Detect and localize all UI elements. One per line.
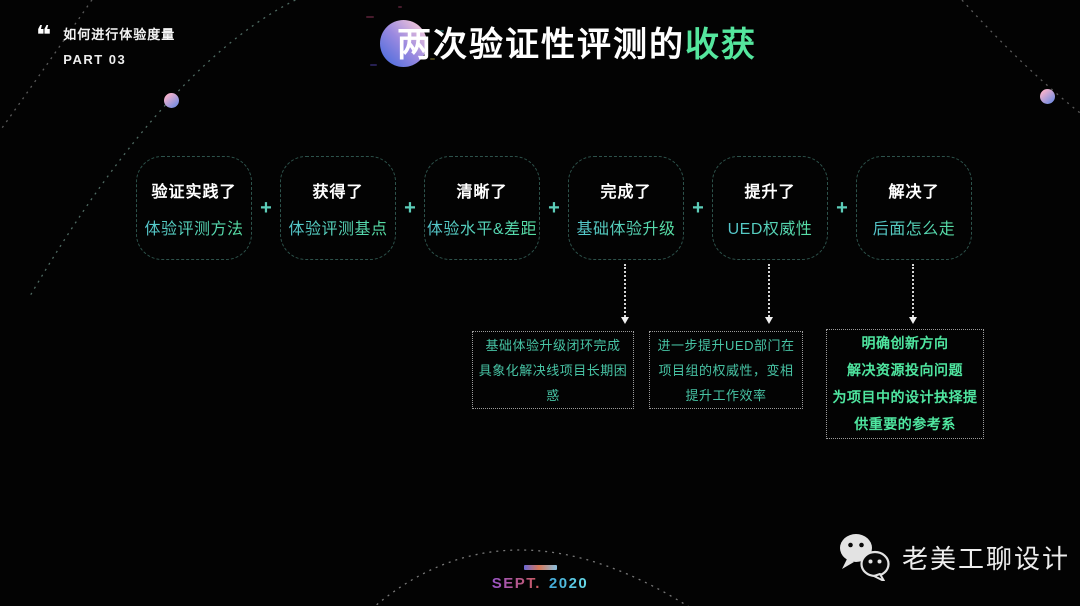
step-subtitle: 体验评测方法 (144, 215, 243, 239)
eyebrow-title: 如何进行体验度量 (63, 27, 176, 42)
step-card-4: 完成了 基础体验升级 (568, 156, 684, 260)
note-line: 进一步提升UED部门在 (657, 337, 795, 353)
glitch-speck (398, 6, 402, 8)
flow-arrow-down (909, 264, 917, 324)
step-card-6: 解决了 后面怎么走 (856, 156, 972, 260)
glitch-speck (438, 30, 444, 32)
flow-arrow-down (765, 264, 773, 324)
note-card-2: 进一步提升UED部门在 项目组的权威性，变相 提升工作效率 (649, 331, 803, 409)
step-card-1: 验证实践了 体验评测方法 (136, 156, 252, 260)
plus-separator: + (548, 196, 560, 219)
note-line: 项目组的权威性，变相 (658, 362, 794, 378)
gradient-dot-right (1040, 89, 1055, 104)
step-subtitle: UED权威性 (728, 215, 813, 239)
step-subtitle: 体验水平&差距 (427, 215, 537, 239)
plus-separator: + (404, 196, 416, 219)
eyebrow: ❝ 如何进行体验度量 PART 03 (36, 20, 175, 67)
date-gradient-bar (524, 565, 557, 570)
note-line: 解决资源投向问题 (847, 362, 963, 378)
date-label: SEPT. 2020 (460, 575, 620, 592)
note-line: 供重要的参考系 (854, 416, 956, 432)
plus-separator: + (260, 196, 272, 219)
note-line: 明确创新方向 (861, 335, 949, 351)
arrow-head-icon (621, 317, 629, 324)
step-title: 清晰了 (456, 183, 508, 201)
title-accent-circle (380, 20, 427, 67)
step-title: 完成了 (600, 183, 652, 201)
arrow-line (624, 264, 626, 317)
double-quote-icon: ❝ (36, 20, 52, 50)
step-title: 获得了 (312, 183, 364, 201)
note-line: 提升工作效率 (685, 387, 767, 403)
glitch-speck (370, 64, 377, 66)
brand-block: 老美工聊设计 (838, 533, 1070, 581)
glitch-speck (366, 16, 374, 18)
part-label: PART 03 (63, 52, 127, 67)
wechat-icon (840, 534, 890, 581)
title-block: 两次验证性评测的收获 (0, 0, 1080, 100)
arrow-line (912, 264, 914, 317)
title-highlight: 收获 (685, 26, 757, 64)
date-month: SEPT. (491, 575, 541, 592)
note-card-3: 明确创新方向 解决资源投向问题 为项目中的设计抉择提 供重要的参考系 (826, 329, 984, 439)
note-line: 为项目中的设计抉择提 (832, 389, 978, 405)
steps-row: 验证实践了 体验评测方法 + 获得了 体验评测基点 + 清晰了 体验水平&差距 … (136, 156, 972, 260)
step-subtitle: 基础体验升级 (576, 215, 675, 239)
step-subtitle: 体验评测基点 (288, 215, 387, 239)
step-title: 验证实践了 (151, 183, 237, 201)
note-card-1: 基础体验升级闭环完成 具象化解决线项目长期困惑 (472, 331, 634, 409)
step-subtitle: 后面怎么走 (873, 215, 956, 239)
brand-name: 老美工聊设计 (902, 543, 1071, 574)
plus-separator: + (836, 196, 848, 219)
eyebrow-text: 如何进行体验度量 PART 03 (63, 24, 175, 67)
arrow-line (768, 264, 770, 317)
glitch-speck (430, 58, 435, 60)
arrow-head-icon (909, 317, 917, 324)
note-line: 基础体验升级闭环完成 (485, 337, 621, 353)
flow-arrow-down (621, 264, 629, 324)
page-title: 两次验证性评测的收获 (397, 24, 757, 66)
step-title: 解决了 (888, 183, 940, 201)
plus-separator: + (692, 196, 704, 219)
step-title: 提升了 (744, 183, 796, 201)
arrow-head-icon (765, 317, 773, 324)
step-card-5: 提升了 UED权威性 (712, 156, 828, 260)
step-card-2: 获得了 体验评测基点 (280, 156, 396, 260)
date-year: 2020 (548, 575, 589, 592)
step-card-3: 清晰了 体验水平&差距 (424, 156, 540, 260)
title-text: 两次验证性评测的 (397, 26, 685, 64)
gradient-dot-left (164, 93, 179, 108)
note-line: 具象化解决线项目长期困惑 (478, 362, 628, 403)
